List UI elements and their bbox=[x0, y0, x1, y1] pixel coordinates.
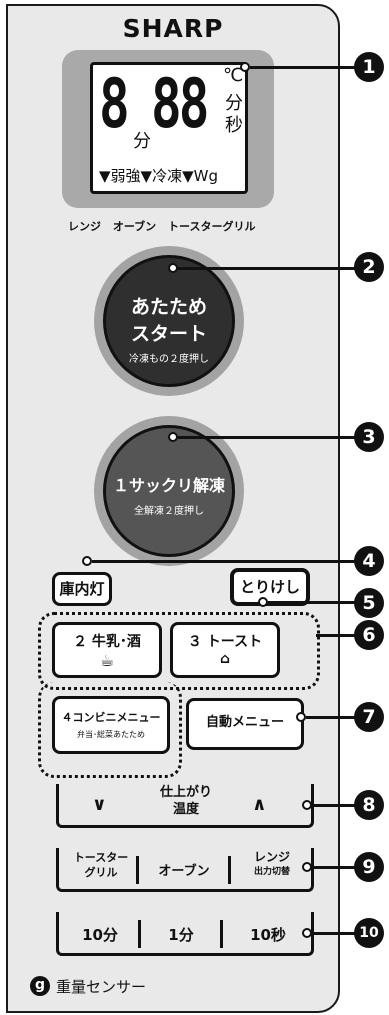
display-indicators: ▼弱強▼冷凍▼Wg bbox=[99, 167, 218, 185]
display-unit-byo: 秒 bbox=[225, 115, 243, 136]
temperature-label: 仕上がり 温度 bbox=[159, 785, 212, 817]
callout-badge-1: 1 bbox=[354, 52, 384, 82]
callout-line-1 bbox=[250, 66, 356, 69]
callout-dot-1 bbox=[240, 62, 250, 72]
callout-badge-4: 4 bbox=[354, 546, 384, 576]
weight-sensor-label: 重量センサー bbox=[56, 978, 147, 996]
lcd-display: 8 分 88 ℃ 分 秒 ▼弱強▼冷凍▼Wg bbox=[90, 62, 248, 194]
callout-badge-9: 9 bbox=[354, 852, 384, 882]
bread-icon: ⌂ bbox=[219, 651, 231, 667]
callout-dot-2 bbox=[168, 263, 178, 273]
callout-line-5 bbox=[268, 601, 356, 604]
callout-line-6 bbox=[316, 634, 356, 637]
mode-label-toaster-grill: トースターグリル bbox=[168, 220, 256, 233]
convenience-menu-button[interactable]: ４コンビニメニュー 弁当･総菜あたため bbox=[52, 696, 170, 754]
interior-light-button[interactable]: 庫内灯 bbox=[52, 572, 112, 606]
callout-badge-2: 2 bbox=[354, 252, 384, 282]
callout-badge-3: 3 bbox=[354, 422, 384, 452]
range-power-button[interactable]: レンジ 出力切替 bbox=[253, 850, 290, 877]
start-button-line1: あたため bbox=[130, 296, 207, 318]
mode-label-range: レンジ bbox=[68, 220, 101, 233]
defrost-button-line2: 全解凍２度押し bbox=[134, 506, 204, 517]
control-panel: SHARP 8 分 88 ℃ 分 秒 ▼弱強▼冷凍▼Wg レンジ オーブン トー… bbox=[6, 4, 340, 1013]
callout-line-2 bbox=[178, 267, 356, 270]
weight-sensor-icon: g bbox=[30, 976, 50, 996]
callout-dot-4 bbox=[82, 556, 92, 566]
callout-line-8 bbox=[312, 804, 356, 807]
display-unit-celsius: ℃ bbox=[223, 65, 244, 86]
start-button[interactable]: あたため スタート 冷凍もの２度押し bbox=[103, 255, 235, 387]
callout-dot-7 bbox=[296, 712, 306, 722]
milk-sake-button[interactable]: ２ 牛乳･酒 ☕ bbox=[52, 622, 162, 678]
mode-label-oven: オーブン bbox=[112, 220, 157, 233]
callout-line-7 bbox=[306, 716, 356, 719]
callout-badge-5: 5 bbox=[354, 588, 384, 618]
callout-line-3 bbox=[178, 436, 356, 439]
convenience-menu-label: ４コンビニメニュー bbox=[61, 711, 161, 724]
display-unit-fun-right: 分 bbox=[225, 93, 243, 114]
cup-icon: ☕ bbox=[99, 651, 115, 670]
callout-dot-8 bbox=[302, 800, 312, 810]
mode-indicator-labels: レンジ オーブン トースターグリル bbox=[68, 218, 278, 234]
ten-minute-button[interactable]: 10分 bbox=[82, 926, 118, 944]
callout-badge-10: 10 bbox=[354, 918, 384, 948]
callout-line-10 bbox=[312, 932, 356, 935]
callout-dot-10 bbox=[302, 928, 312, 938]
mode-strip: トースター グリル オーブン レンジ 出力切替 bbox=[56, 848, 314, 892]
convenience-menu-sub: 弁当･総菜あたため bbox=[77, 730, 145, 739]
callout-dot-3 bbox=[168, 432, 178, 442]
callout-dot-5 bbox=[258, 597, 268, 607]
one-minute-button[interactable]: 1分 bbox=[168, 926, 194, 944]
finish-temperature-strip: ∨ 仕上がり 温度 ∧ bbox=[56, 784, 314, 828]
defrost-button-line1: １サックリ解凍 bbox=[112, 476, 225, 495]
display-unit-fun: 分 bbox=[133, 131, 151, 152]
callout-badge-8: 8 bbox=[354, 790, 384, 820]
defrost-button[interactable]: １サックリ解凍 全解凍２度押し bbox=[103, 425, 235, 557]
ten-second-button[interactable]: 10秒 bbox=[250, 926, 286, 944]
display-digit-small: 8 bbox=[99, 65, 130, 144]
milk-sake-label: ２ 牛乳･酒 bbox=[73, 634, 141, 650]
callout-badge-7: 7 bbox=[354, 702, 384, 732]
cancel-button[interactable]: とりけし bbox=[230, 568, 310, 606]
brand-logo: SHARP bbox=[122, 14, 224, 43]
callout-line-9 bbox=[312, 866, 356, 869]
auto-menu-button[interactable]: 自動メニュー bbox=[186, 698, 304, 750]
start-button-line3: 冷凍もの２度押し bbox=[129, 354, 209, 365]
menu-group-outline-bottom bbox=[38, 682, 182, 778]
callout-line-4 bbox=[92, 560, 356, 563]
toaster-grill-button[interactable]: トースター グリル bbox=[73, 851, 129, 879]
toast-label: ３ トースト bbox=[187, 634, 263, 650]
callout-dot-9 bbox=[302, 862, 312, 872]
start-button-line2: スタート bbox=[130, 323, 207, 345]
callout-badge-6: 6 bbox=[354, 620, 384, 650]
time-strip: 10分 1分 10秒 bbox=[56, 912, 314, 956]
temperature-up-button[interactable]: ∧ bbox=[252, 794, 267, 815]
toast-button[interactable]: ３ トースト ⌂ bbox=[170, 622, 280, 678]
oven-button[interactable]: オーブン bbox=[158, 864, 210, 879]
display-digits-big: 88 bbox=[151, 65, 209, 144]
temperature-down-button[interactable]: ∨ bbox=[92, 794, 107, 815]
